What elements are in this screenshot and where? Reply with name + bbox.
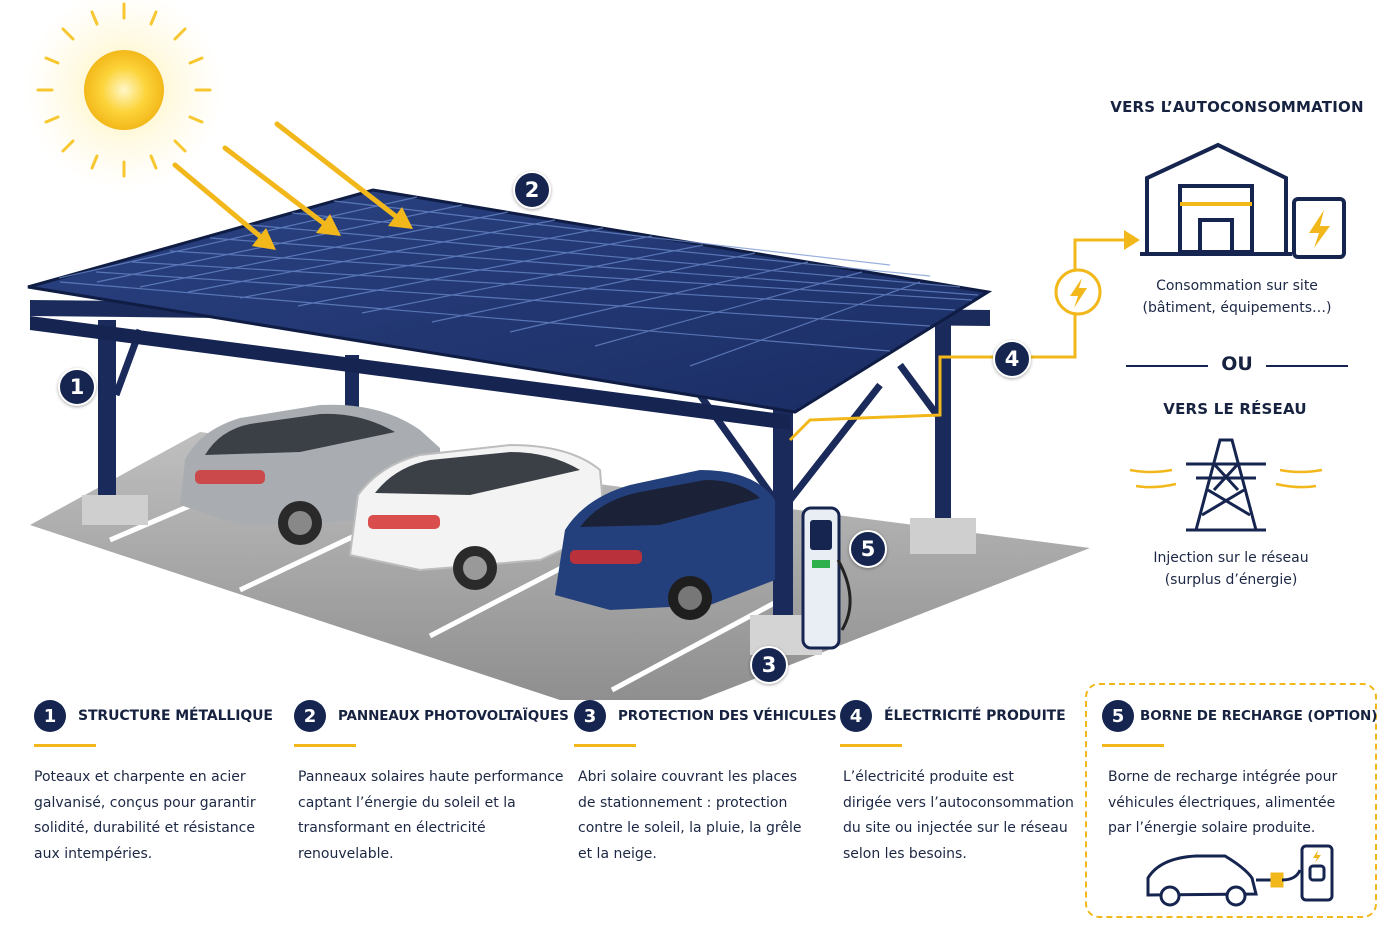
lightning-circle-icon (1054, 268, 1102, 316)
feature-title: ÉLECTRICITÉ PRODUITE (884, 708, 1066, 724)
feature-body: Borne de recharge intégrée pour véhicule… (1108, 769, 1338, 836)
feature-title: PROTECTION DES VÉHICULES (618, 708, 837, 724)
marker-3: 3 (750, 646, 788, 684)
sun-icon (24, 0, 224, 190)
grid-text-1: Injection sur le réseau (1153, 550, 1309, 566)
feature-number: 1 (34, 700, 66, 732)
self-consumption-text-1: Consommation sur site (1156, 278, 1318, 294)
feature-rule (1102, 744, 1164, 747)
feature-body: L’électricité produite est dirigée vers … (843, 769, 1074, 862)
marker-4: 4 (993, 340, 1031, 378)
feature-title: PANNEAUX PHOTOVOLTAÏQUES (338, 708, 569, 724)
energy-cable (788, 230, 1140, 442)
feature-title: STRUCTURE MÉTALLIQUE (78, 708, 273, 724)
charging-station (801, 506, 852, 650)
feature-protection: 3 PROTECTION DES VÉHICULES Abri solaire c… (574, 700, 837, 867)
feature-body: Panneaux solaires haute performance capt… (298, 769, 564, 862)
option-box (1085, 683, 1377, 918)
power-pylon-icon (1129, 438, 1323, 532)
grid-text-2: (surplus d’énergie) (1164, 572, 1298, 588)
feature-electricity: 4 ÉLECTRICITÉ PRODUITE L’électricité prod… (840, 700, 1076, 867)
feature-number: 3 (574, 700, 606, 732)
feature-rule (840, 744, 902, 747)
charging-plug-icon (1256, 869, 1302, 888)
sun-rays (172, 121, 413, 250)
or-divider: OU (1126, 352, 1348, 380)
feature-body: Abri solaire couvrant les places de stat… (578, 769, 802, 862)
feature-number: 5 (1102, 700, 1134, 732)
charging-station-icon (1300, 844, 1334, 902)
feature-body: Poteaux et charpente en acier galvanisé,… (34, 769, 256, 862)
feature-rule (574, 744, 636, 747)
feature-number: 2 (294, 700, 326, 732)
marker-2: 2 (513, 171, 551, 209)
marker-5: 5 (849, 530, 887, 568)
feature-charging: 5 BORNE DE RECHARGE (OPTION) Borne de rec… (1102, 700, 1377, 842)
grid-title: VERS LE RÉSEAU (1163, 400, 1307, 418)
feature-title: BORNE DE RECHARGE (OPTION) (1140, 708, 1378, 724)
feature-rule (294, 744, 356, 747)
marker-1: 1 (58, 368, 96, 406)
feature-panels: 2 PANNEAUX PHOTOVOLTAÏQUES Panneaux solai… (294, 700, 569, 867)
lightning-box-icon (1292, 197, 1346, 259)
electric-car-icon (1146, 854, 1258, 907)
feature-number: 4 (840, 700, 872, 732)
building-icon (1140, 142, 1292, 256)
feature-rule (34, 744, 96, 747)
self-consumption-title: VERS L’AUTOCONSOMMATION (1110, 98, 1364, 116)
feature-structure: 1 STRUCTURE MÉTALLIQUE Poteaux et charpen… (34, 700, 284, 867)
car-blue (555, 470, 775, 620)
self-consumption-text-2: (bâtiment, équipements…) (1142, 300, 1332, 316)
or-label: OU (1221, 353, 1253, 375)
